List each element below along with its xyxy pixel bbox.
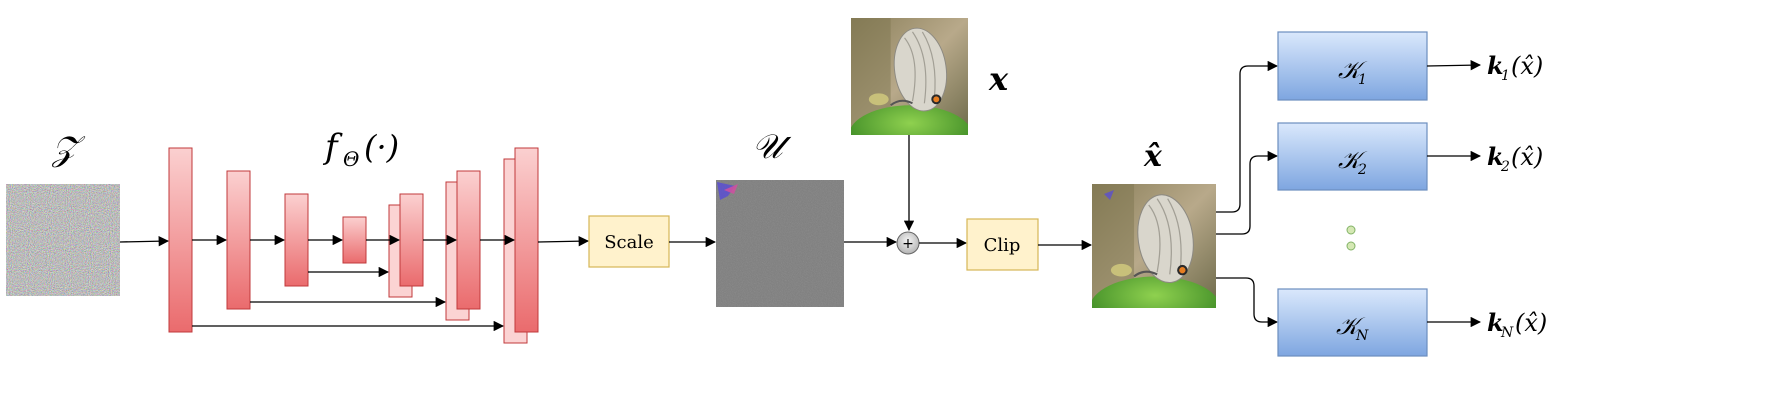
svg-text:(·): (·) bbox=[364, 128, 399, 166]
noise-image bbox=[6, 184, 120, 296]
classifier-output-2: k 2 (x̂) bbox=[1487, 142, 1543, 175]
encoder-layer-2 bbox=[226, 170, 251, 310]
adversarial-label: x̂ bbox=[1143, 139, 1163, 174]
encoder-layer-1 bbox=[168, 147, 193, 333]
svg-text:N: N bbox=[1355, 328, 1369, 344]
adversarial-butterfly-image bbox=[1090, 184, 1220, 340]
image-label: x bbox=[988, 60, 1009, 98]
svg-text:2: 2 bbox=[1500, 159, 1510, 175]
unet-layers bbox=[168, 147, 539, 344]
svg-text:Θ: Θ bbox=[343, 147, 359, 171]
perturbation-image bbox=[716, 180, 844, 307]
noise-label: 𝒵 bbox=[51, 129, 86, 169]
svg-text:1: 1 bbox=[1501, 68, 1510, 84]
encoder-layer-3 bbox=[284, 193, 309, 287]
svg-text:Clip: Clip bbox=[984, 235, 1021, 256]
decoder-layer-3 bbox=[399, 193, 424, 287]
scale-box: Scale bbox=[588, 215, 670, 268]
classifier-box-2: 𝒦 2 bbox=[1277, 122, 1428, 191]
svg-text:f: f bbox=[322, 127, 343, 167]
svg-text:(x̂): (x̂) bbox=[1515, 309, 1547, 337]
classifier-box-n: 𝒦 N bbox=[1277, 288, 1428, 357]
decoder-layer-1 bbox=[514, 147, 539, 333]
svg-text:2: 2 bbox=[1357, 162, 1367, 178]
classifier-connectors bbox=[1216, 60, 1279, 328]
classifier-box-1: 𝒦 1 bbox=[1277, 31, 1428, 101]
network-label: f Θ (·) bbox=[322, 127, 399, 171]
butterfly-image bbox=[849, 18, 972, 165]
svg-text:(x̂): (x̂) bbox=[1511, 52, 1543, 80]
svg-text:+: + bbox=[902, 236, 914, 252]
arrow-k1-output bbox=[1426, 59, 1482, 71]
decoder-layer-2 bbox=[456, 170, 481, 310]
svg-text:k: k bbox=[1487, 308, 1504, 337]
classifier-output-1: k 1 (x̂) bbox=[1487, 51, 1543, 84]
svg-text:k: k bbox=[1487, 142, 1504, 171]
perturbation-label: 𝒰 bbox=[752, 127, 792, 167]
bottleneck-layer bbox=[342, 216, 367, 264]
svg-text:(x̂): (x̂) bbox=[1511, 143, 1543, 171]
svg-text:k: k bbox=[1487, 51, 1504, 80]
svg-text:N: N bbox=[1500, 325, 1514, 341]
classifier-output-n: k N (x̂) bbox=[1487, 308, 1547, 341]
network-arrows bbox=[119, 234, 590, 332]
svg-text:1: 1 bbox=[1358, 72, 1367, 88]
clip-box: Clip bbox=[966, 218, 1039, 271]
ellipsis-dots bbox=[1346, 225, 1356, 251]
sum-node: + bbox=[896, 231, 920, 255]
svg-text:Scale: Scale bbox=[604, 232, 654, 253]
